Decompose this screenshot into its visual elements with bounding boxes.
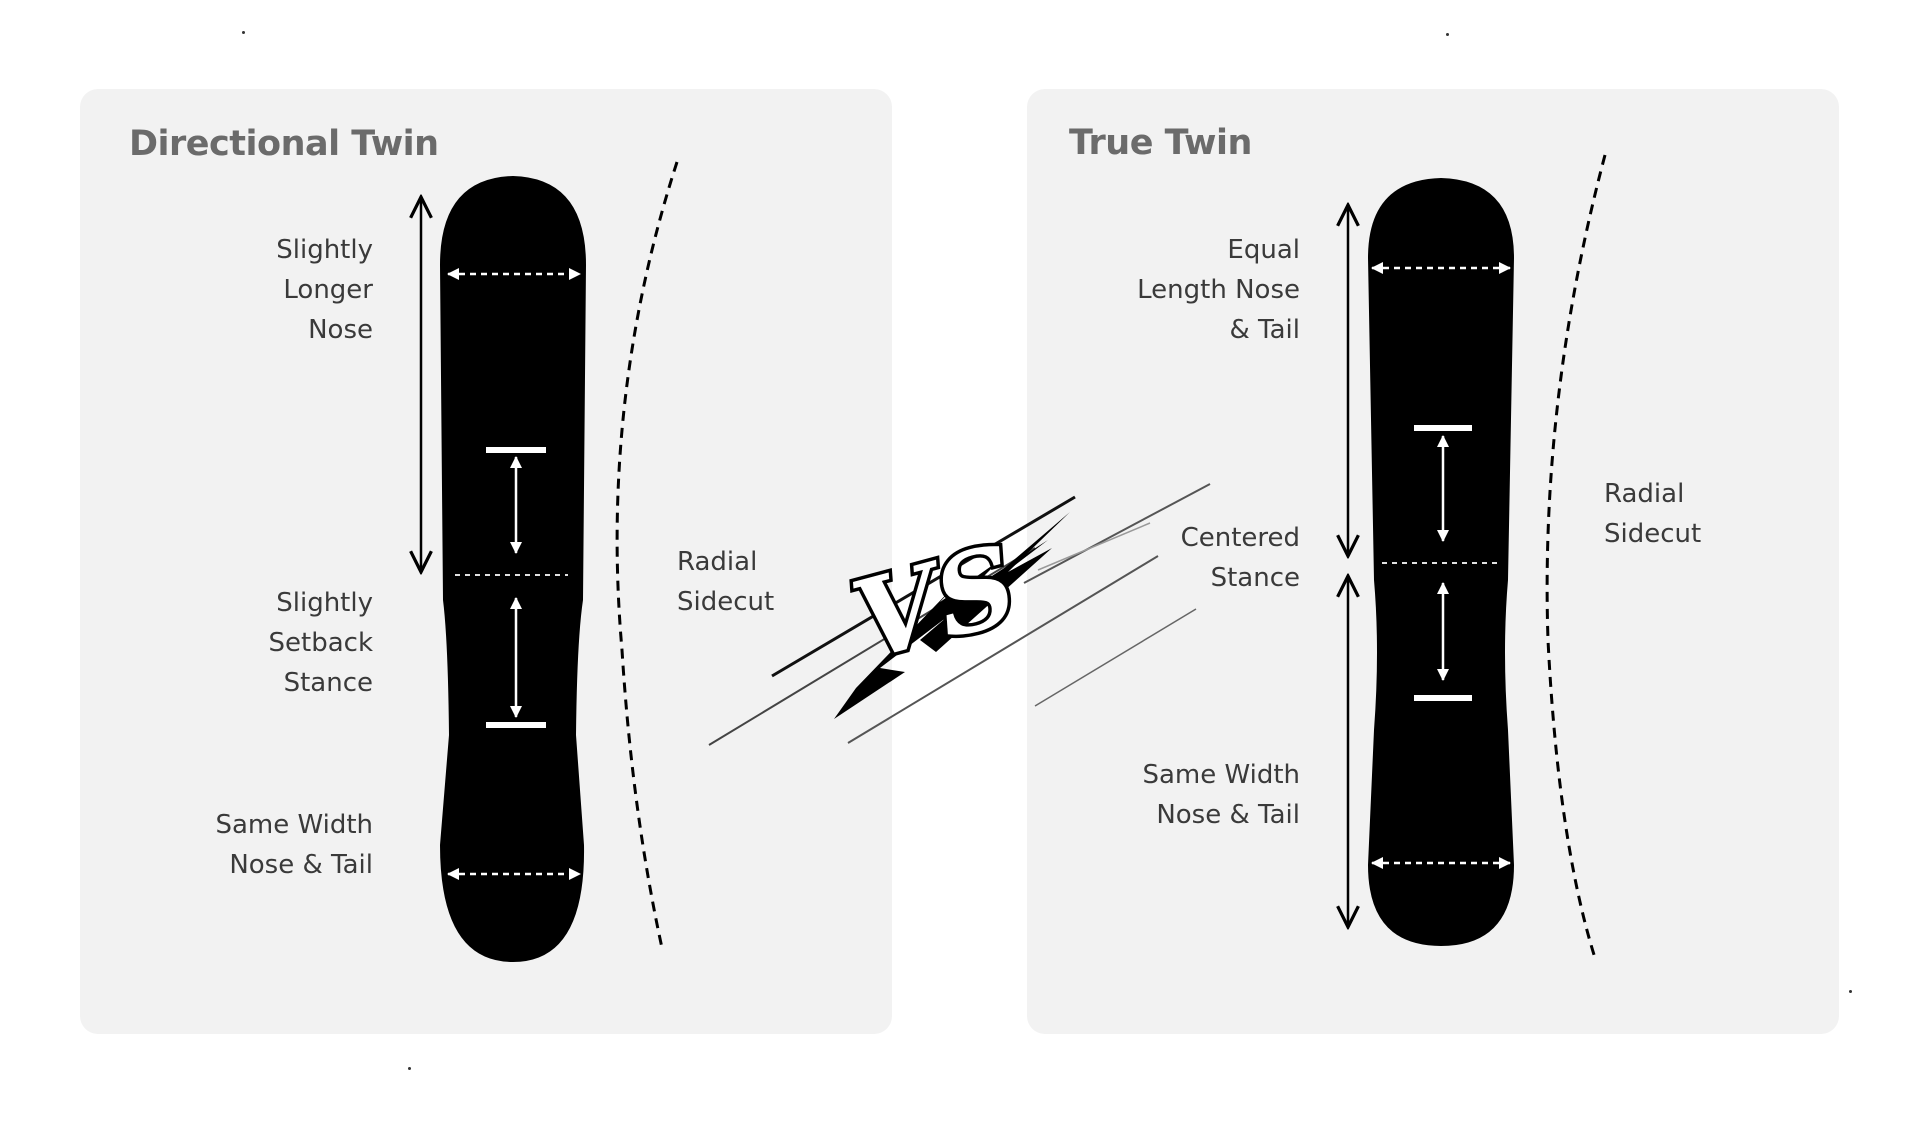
sidecut-label: Radial Sidecut [1604, 479, 1702, 549]
true-twin-board [1368, 178, 1514, 946]
stance-label: Centered Stance [1180, 523, 1300, 593]
directional-twin-board [440, 176, 586, 962]
width-label: Same Width Nose & Tail [1142, 760, 1300, 830]
nose-label: Slightly Longer Nose [276, 235, 373, 345]
versus-emblem [708, 483, 1211, 746]
decorative-speck [1849, 990, 1852, 993]
panel-title: True Twin [1069, 123, 1252, 163]
sidecut-label: Radial Sidecut [677, 547, 775, 617]
lightning-bolt-icon [834, 540, 1048, 719]
stance-label: Slightly Setback Stance [268, 588, 373, 698]
decorative-speck [242, 31, 245, 34]
radial-sidecut-arc [615, 161, 679, 949]
width-label: Same Width Nose & Tail [215, 810, 373, 880]
decorative-speck [408, 1067, 411, 1070]
nose-label: Equal Length Nose & Tail [1137, 235, 1300, 345]
versus-text: VS [841, 521, 1030, 685]
radial-sidecut-arc [1545, 154, 1607, 959]
decorative-speck [1446, 33, 1449, 36]
panel-title: Directional Twin [129, 124, 439, 164]
